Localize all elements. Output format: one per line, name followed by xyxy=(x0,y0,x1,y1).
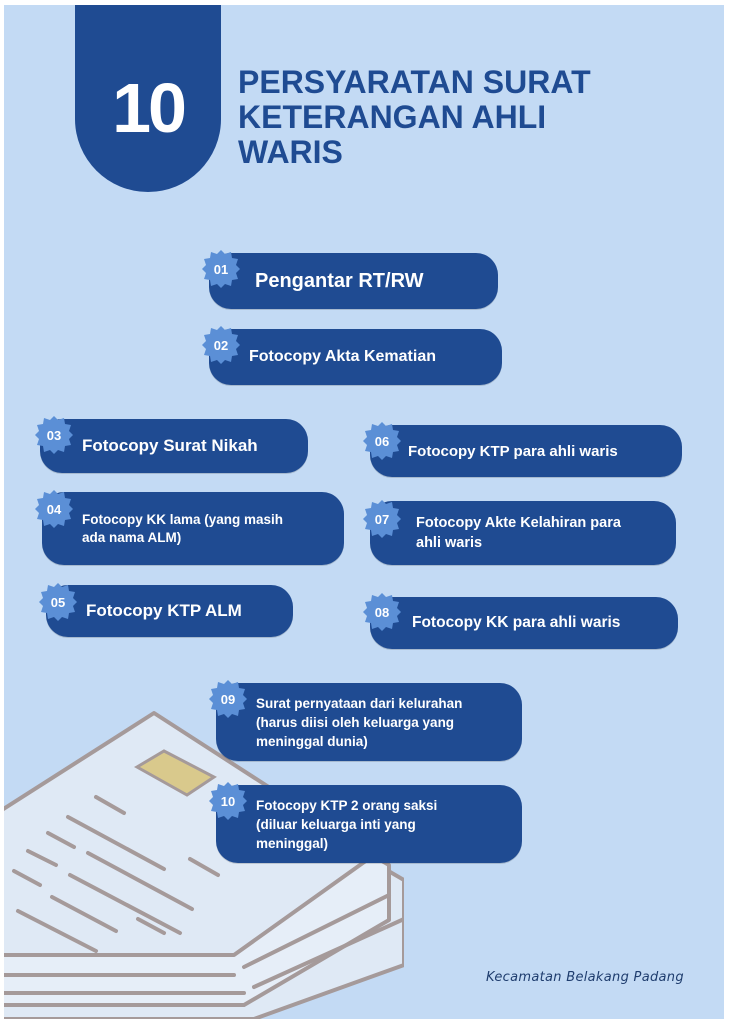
number-badge-09: 09 xyxy=(208,679,248,719)
requirement-text: Fotocopy KTP para ahli waris xyxy=(408,442,618,460)
seal-badge-icon xyxy=(202,250,240,288)
document-stack-illustration xyxy=(4,711,404,1019)
title-line: PERSYARATAN SURAT xyxy=(238,64,591,100)
badge-number: 08 xyxy=(374,604,390,620)
seal-badge-icon xyxy=(209,680,247,718)
badge-number: 07 xyxy=(374,511,390,527)
requirement-item-03: Fotocopy Surat Nikah xyxy=(40,419,308,473)
requirement-text: Fotocopy KTP ALM xyxy=(86,601,242,620)
seal-badge-icon xyxy=(209,782,247,820)
page-title: PERSYARATAN SURAT KETERANGAN AHLI WARIS xyxy=(238,65,678,170)
badge-number: 06 xyxy=(374,433,390,449)
requirement-text: Fotocopy Akte Kelahiran para ahli waris xyxy=(416,515,621,551)
seal-badge-icon xyxy=(35,490,73,528)
requirement-text: Fotocopy Surat Nikah xyxy=(82,436,258,455)
seal-badge-icon xyxy=(35,416,73,454)
seal-badge-icon xyxy=(202,326,240,364)
requirement-item-10: Fotocopy KTP 2 orang saksi (diluar kelua… xyxy=(216,785,522,863)
title-line: KETERANGAN AHLI xyxy=(238,99,547,135)
badge-number: 10 xyxy=(220,793,236,809)
number-badge-03: 03 xyxy=(34,415,74,455)
number-badge-01: 01 xyxy=(201,249,241,289)
number-badge-07: 07 xyxy=(362,499,402,539)
badge-number: 04 xyxy=(46,501,62,517)
number-tab: 10 xyxy=(75,5,221,192)
requirement-text: Fotocopy KK lama (yang masih ada nama AL… xyxy=(82,511,284,545)
footer-text: Kecamatan Belakang Padang xyxy=(486,970,684,985)
badge-number: 02 xyxy=(213,337,229,353)
number-badge-04: 04 xyxy=(34,489,74,529)
badge-number: 01 xyxy=(213,261,229,277)
header-number: 10 xyxy=(112,69,187,147)
requirement-text: Pengantar RT/RW xyxy=(255,269,424,292)
requirement-item-04: Fotocopy KK lama (yang masih ada nama AL… xyxy=(42,492,344,565)
badge-number: 03 xyxy=(46,427,62,443)
seal-badge-icon xyxy=(39,583,77,621)
requirement-text: Fotocopy Akta Kematian xyxy=(249,348,436,365)
requirement-item-02: Fotocopy Akta Kematian xyxy=(209,329,502,385)
requirement-text: Fotocopy KK para ahli waris xyxy=(412,614,621,631)
seal-badge-icon xyxy=(363,500,401,538)
requirement-item-06: Fotocopy KTP para ahli waris xyxy=(370,425,682,477)
requirement-item-05: Fotocopy KTP ALM xyxy=(46,585,293,637)
seal-badge-icon xyxy=(363,422,401,460)
requirement-item-07: Fotocopy Akte Kelahiran para ahli waris xyxy=(370,501,676,565)
requirement-item-01: Pengantar RT/RW xyxy=(209,253,498,309)
seal-badge-icon xyxy=(363,593,401,631)
number-badge-10: 10 xyxy=(208,781,248,821)
number-badge-05: 05 xyxy=(38,582,78,622)
number-badge-02: 02 xyxy=(201,325,241,365)
poster: 10 PERSYARATAN SURAT KETERANGAN AHLI WAR… xyxy=(4,5,724,1019)
title-line: WARIS xyxy=(238,134,343,170)
badge-number: 05 xyxy=(50,594,66,610)
number-badge-08: 08 xyxy=(362,592,402,632)
requirement-text: Fotocopy KTP 2 orang saksi (diluar kelua… xyxy=(256,797,438,851)
requirement-text: Surat pernyataan dari kelurahan (harus d… xyxy=(256,695,463,749)
requirement-item-08: Fotocopy KK para ahli waris xyxy=(370,597,678,649)
number-badge-06: 06 xyxy=(362,421,402,461)
badge-number: 09 xyxy=(220,691,236,707)
requirement-item-09: Surat pernyataan dari kelurahan (harus d… xyxy=(216,683,522,761)
